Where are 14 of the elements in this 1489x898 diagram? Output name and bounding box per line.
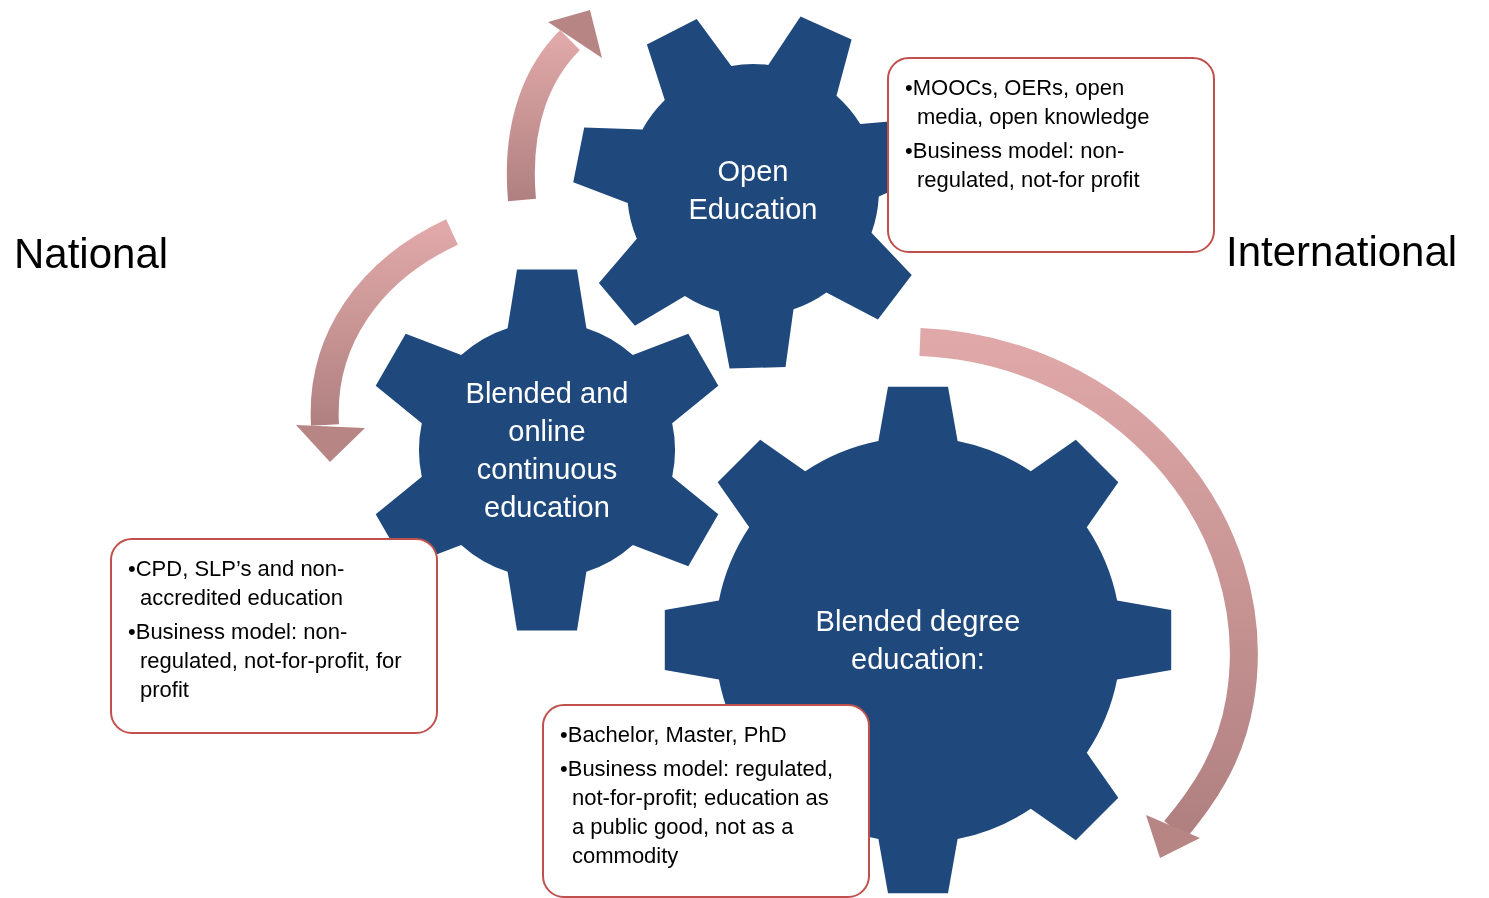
callout-box: [887, 57, 1215, 253]
gear-label: Blended degree education:: [814, 604, 1022, 677]
callout-box: [110, 538, 438, 734]
bullet-text: •Business model: non-regulated, not-for profit: [905, 137, 1141, 194]
bullet-text: •Business model: non-regulated, not-for-profit, for profit: [128, 618, 403, 704]
callout-box: [542, 704, 870, 898]
bullet-text: •Bachelor, Master, PhD: [560, 721, 788, 749]
axis-label: National: [14, 229, 169, 279]
gear-label: Blended and online continuous education: [464, 376, 630, 525]
axis-label: International: [1226, 227, 1458, 277]
bullet-text: •MOOCs, OERs, open media, open knowledge: [905, 74, 1151, 131]
gear-label: Open Education: [687, 154, 819, 227]
bullet-text: •Business model: regulated, not-for-profit; education as a public good, not as a commodity: [560, 755, 835, 870]
bullet-text: •CPD, SLP’s and non-accredited education: [128, 555, 346, 612]
